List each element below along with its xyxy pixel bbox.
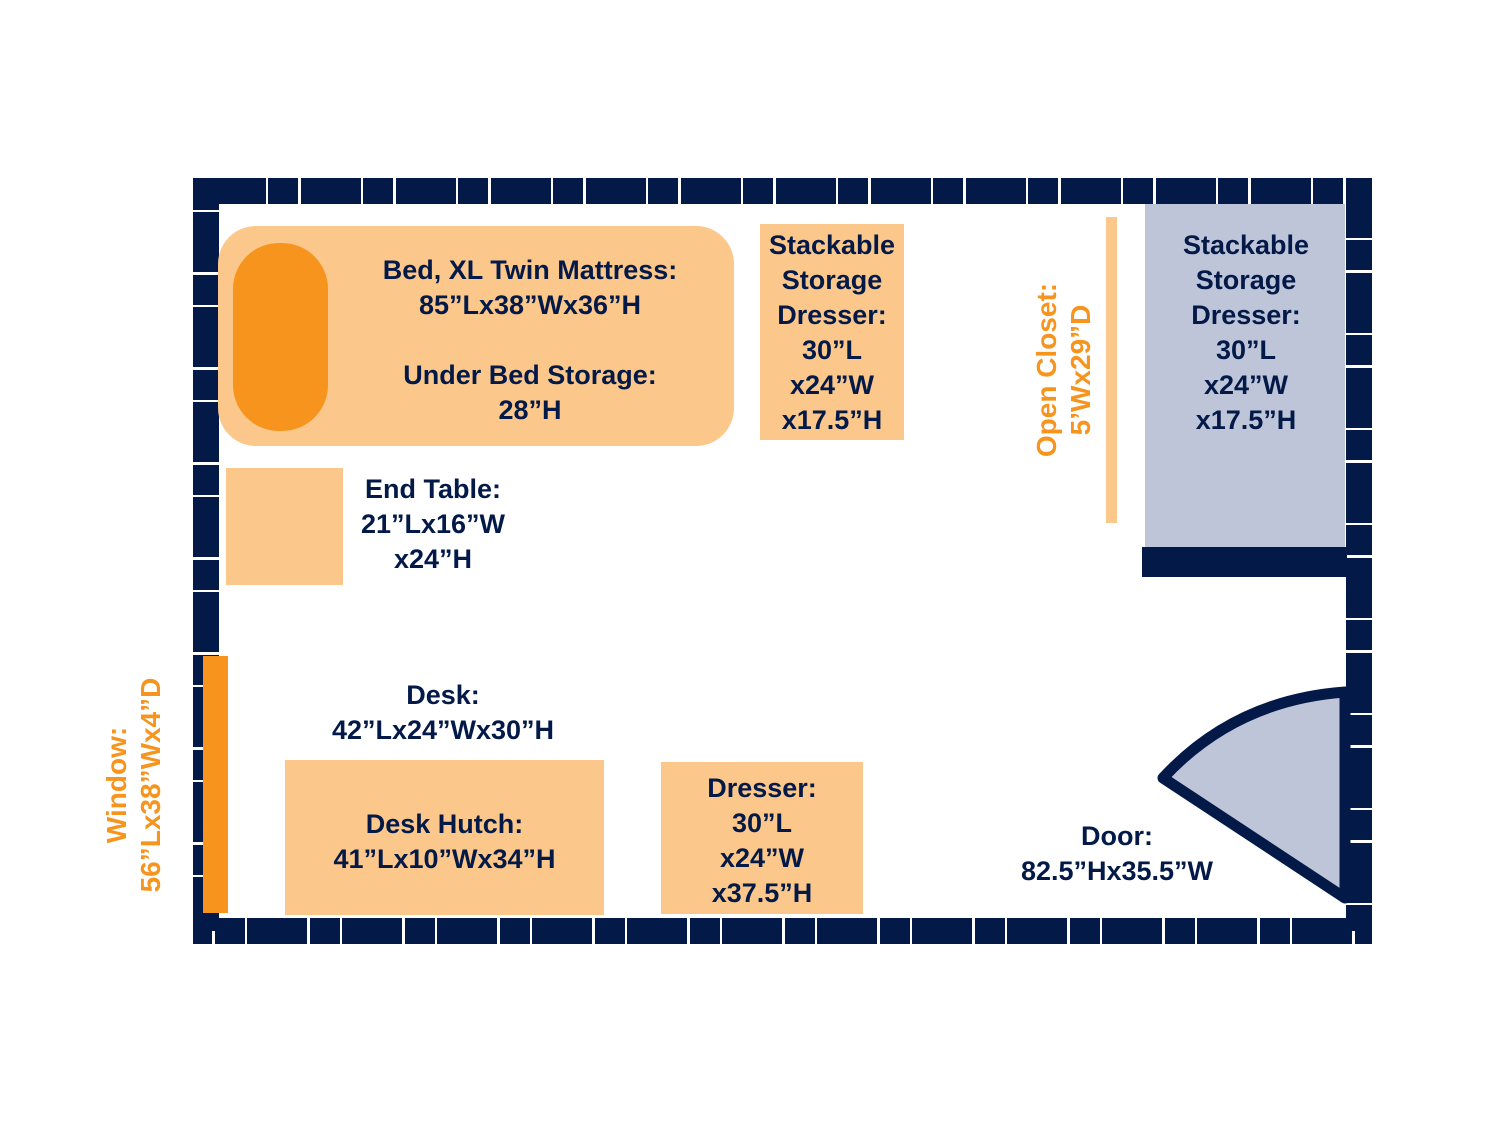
window-dims: 56”Lx38”Wx4”D <box>135 677 166 893</box>
desk-label: Desk: 42”Lx24”Wx30”H <box>331 680 555 745</box>
window-label: Window: 56”Lx38”Wx4”D <box>100 655 168 915</box>
desk-hutch <box>285 760 604 915</box>
closet-title: Open Closet: <box>1031 282 1062 458</box>
desk-hutch-label: Desk Hutch: 41”Lx10”Wx34”H <box>333 809 556 874</box>
room-outline <box>193 178 1372 944</box>
closet-dims: 5’Wx29”D <box>1065 304 1096 436</box>
pillow <box>233 243 328 431</box>
dresser <box>661 762 863 914</box>
closet-wall <box>1142 547 1347 577</box>
window-title: Window: <box>101 726 132 844</box>
under-bed-storage-dims: 28”H <box>498 395 562 425</box>
stackable-dresser-2 <box>1145 204 1345 547</box>
window <box>203 656 228 913</box>
under-bed-storage-title: Under Bed Storage: <box>403 360 657 390</box>
stackable-dresser-1 <box>760 224 904 440</box>
closet-rod <box>1106 217 1117 523</box>
end-table <box>226 468 343 585</box>
stackable-dresser-1-label: Stackable Storage Dresser: 30”L x24”W x1… <box>768 230 896 435</box>
bed-dims: 85”Lx38”Wx36”H <box>418 290 642 320</box>
door-label: Door: 82.5”Hx35.5”W <box>1020 821 1214 886</box>
dresser-label: Dresser: 30”L x24”W x37.5”H <box>707 773 817 908</box>
door-swing <box>1157 686 1351 904</box>
stackable-dresser-2-label: Stackable Storage Dresser: 30”L x24”W x1… <box>1182 230 1310 435</box>
end-table-label: End Table: 21”Lx16”W x24”H <box>360 474 506 574</box>
closet-label: Open Closet: 5’Wx29”D <box>1030 270 1098 470</box>
bed-title: Bed, XL Twin Mattress: <box>382 255 678 285</box>
